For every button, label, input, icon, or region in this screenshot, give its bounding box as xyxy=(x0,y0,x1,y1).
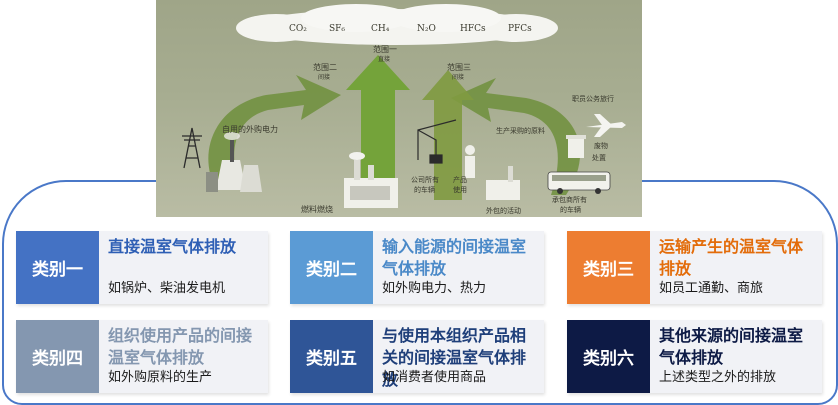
gas-label: CO₂ xyxy=(289,24,307,34)
factory-icon xyxy=(344,152,398,208)
category-badge: 类别二 xyxy=(290,231,373,304)
category-badge: 类别五 xyxy=(290,320,373,393)
scope1-label: 范围一 xyxy=(373,44,397,54)
person-icon xyxy=(465,145,475,178)
company-vehicles-label: 公司所有 xyxy=(411,175,439,184)
scope-diagram-svg: CO₂ SF₆ CH₄ N₂O HFCs PFCs 范围二 间接 范围一 直接 … xyxy=(182,4,626,215)
product-use-label: 产品 xyxy=(453,175,467,184)
outsourced-factory-icon xyxy=(486,166,520,200)
purchased-power-label: 自用的外购电力 xyxy=(222,124,278,134)
gas-label: N₂O xyxy=(417,24,436,34)
category-card-3: 类别三 运输产生的温室气体排放 如员工通勤、商旅 xyxy=(567,231,822,304)
category-desc: 上述类型之外的排放 xyxy=(659,370,777,385)
waste-bin-icon xyxy=(566,135,586,158)
waste-label: 废物 xyxy=(594,141,608,150)
product-use-label: 使用 xyxy=(453,185,467,194)
ghg-scope-illustration: CO₂ SF₆ CH₄ N₂O HFCs PFCs 范围二 间接 范围一 直接 … xyxy=(156,0,642,217)
category-badge: 类别四 xyxy=(16,320,99,393)
category-desc: 如外购电力、热力 xyxy=(382,281,487,296)
category-badge: 类别三 xyxy=(567,231,650,304)
bus-icon xyxy=(547,171,611,194)
category-card-4: 类别四 组织使用产品的间接温室气体排放 如外购原料的生产 xyxy=(16,320,268,393)
category-card-2: 类别二 输入能源的间接温室气体排放 如外购电力、热力 xyxy=(290,231,544,304)
category-card-6: 类别六 其他来源的间接温室气体排放 上述类型之外的排放 xyxy=(567,320,822,393)
waste-label: 处置 xyxy=(592,153,606,162)
category-desc: 如外购原料的生产 xyxy=(108,370,213,385)
power-plant-icon xyxy=(206,132,262,192)
scope1-sub: 直接 xyxy=(378,55,390,63)
contractor-vehicles-label: 承包商所有 xyxy=(552,195,587,204)
scope1-arrow-icon xyxy=(346,55,410,200)
scope3-up-arrow-icon xyxy=(422,70,474,200)
category-title: 其他来源的间接温室气体排放 xyxy=(659,326,804,367)
fuel-combustion-label: 燃料燃烧 xyxy=(301,204,333,214)
category-badge: 类别一 xyxy=(16,231,99,304)
category-title: 运输产生的温室气体排放 xyxy=(659,237,804,278)
category-badge: 类别六 xyxy=(567,320,650,393)
power-tower-icon xyxy=(182,127,202,169)
scope2-arrow-icon xyxy=(208,75,341,190)
company-vehicles-label: 的车辆 xyxy=(414,185,435,194)
cloud-icon xyxy=(236,4,558,45)
category-title: 输入能源的间接温室气体排放 xyxy=(382,237,527,278)
crane-icon xyxy=(417,119,457,164)
category-card-5: 类别五 与使用本组织产品相关的间接温室气体排放 如消费者使用商品 xyxy=(290,320,544,393)
scope2-label: 范围二 xyxy=(313,62,337,72)
scope3-arrow-icon xyxy=(451,78,581,195)
contractor-vehicles-label: 的车辆 xyxy=(560,205,581,214)
airplane-icon xyxy=(586,114,626,137)
category-title: 与使用本组织产品相关的间接温室气体排放 xyxy=(382,326,527,389)
scope3-label: 范围三 xyxy=(447,62,471,72)
business-travel-label: 职员公务旅行 xyxy=(572,94,614,103)
gas-label: HFCs xyxy=(460,24,486,34)
outsourced-label: 外包的活动 xyxy=(486,206,521,215)
category-desc: 如消费者使用商品 xyxy=(382,370,487,385)
category-desc: 如锅炉、柴油发电机 xyxy=(108,281,226,296)
scope3-sub: 间接 xyxy=(452,73,464,81)
scope2-sub: 间接 xyxy=(318,73,330,81)
category-title: 组织使用产品的间接温室气体排放 xyxy=(108,326,253,367)
category-title: 直接温室气体排放 xyxy=(108,237,237,256)
gas-label: CH₄ xyxy=(371,24,390,34)
category-desc: 如员工通勤、商旅 xyxy=(659,281,764,296)
gas-label: SF₆ xyxy=(329,24,345,34)
purchased-materials-label: 生产采购的原料 xyxy=(496,126,545,135)
gas-label: PFCs xyxy=(508,24,532,34)
category-card-1: 类别一 直接温室气体排放 如锅炉、柴油发电机 xyxy=(16,231,268,304)
